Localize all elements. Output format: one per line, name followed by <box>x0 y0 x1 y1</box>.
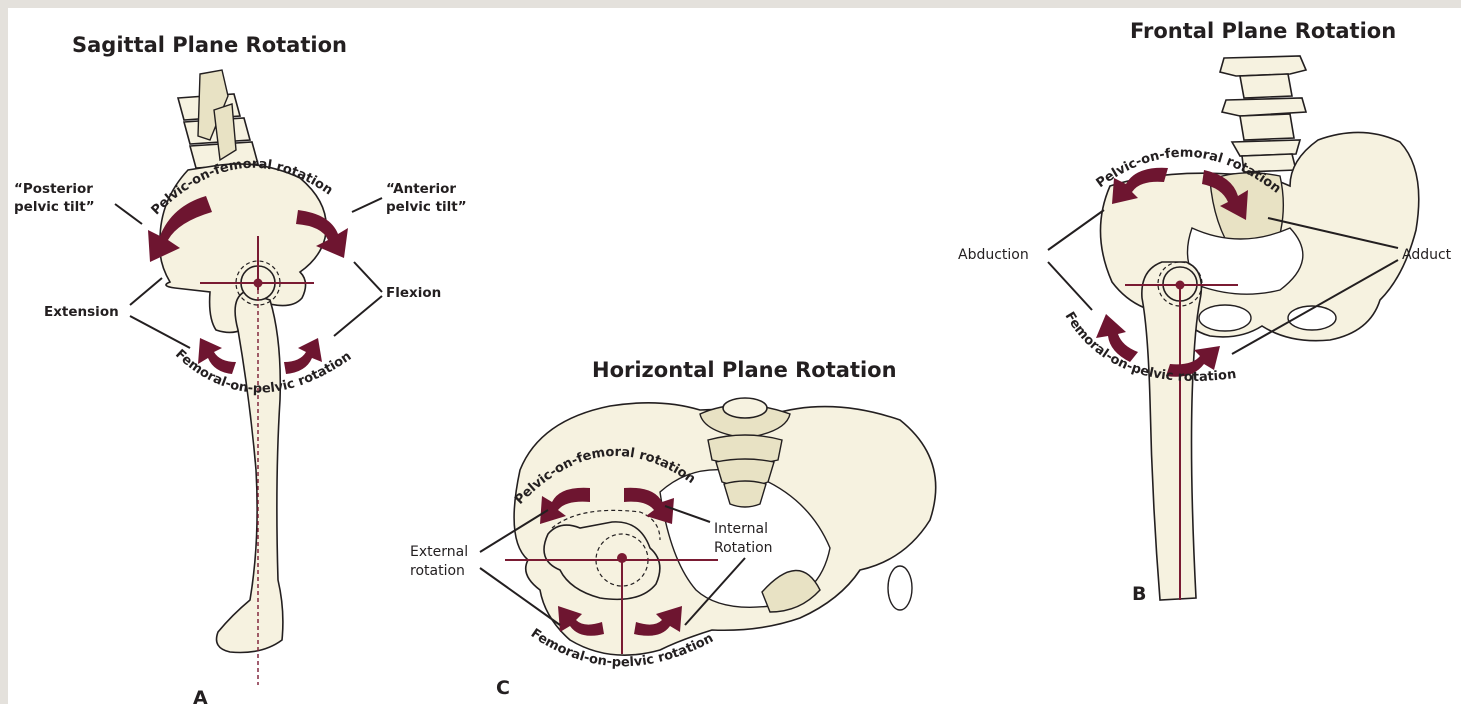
external-rotation-label-1: External <box>410 544 468 560</box>
panel-letter-b: B <box>1132 583 1146 605</box>
horizontal-title: Horizontal Plane Rotation <box>592 358 897 382</box>
frontal-title: Frontal Plane Rotation <box>1130 19 1396 43</box>
abduction-label: Abduction <box>958 247 1029 263</box>
external-rotation-label-2: rotation <box>410 563 465 579</box>
femur-frontal <box>1142 262 1202 600</box>
obturator-right <box>888 566 912 610</box>
posterior-tilt-label-1: “Posterior <box>14 181 93 197</box>
panel-letter-a: A <box>193 687 208 704</box>
horizontal-rotation-center <box>617 553 627 563</box>
femur-lateral <box>217 292 283 653</box>
sagittal-panel: Sagittal Plane Rotation Pelvic-on-femora… <box>14 33 467 704</box>
lumbar-spine-lateral <box>178 70 258 168</box>
extension-label: Extension <box>44 304 119 320</box>
anterior-tilt-label-2: pelvic tilt” <box>386 199 467 215</box>
lumbar-spine-frontal <box>1220 56 1306 172</box>
obturator-left <box>1199 305 1251 331</box>
sagittal-title: Sagittal Plane Rotation <box>72 33 347 57</box>
flexion-label: Flexion <box>386 285 441 301</box>
frontal-rotation-center <box>1176 281 1185 290</box>
internal-rotation-label-1: Internal <box>714 521 768 537</box>
horizontal-panel: Horizontal Plane Rotation Pelvic-on-femo… <box>410 358 936 699</box>
anterior-tilt-label-1: “Anterior <box>386 181 456 197</box>
frontal-panel: Frontal Plane Rotation Pelvic-on-femoral… <box>958 19 1452 605</box>
sagittal-rotation-center <box>254 279 263 288</box>
adduction-label: Adduct <box>1402 247 1452 263</box>
internal-rotation-label-2: Rotation <box>714 540 773 556</box>
panel-letter-c: C <box>496 677 510 699</box>
posterior-tilt-label-2: pelvic tilt” <box>14 199 95 215</box>
